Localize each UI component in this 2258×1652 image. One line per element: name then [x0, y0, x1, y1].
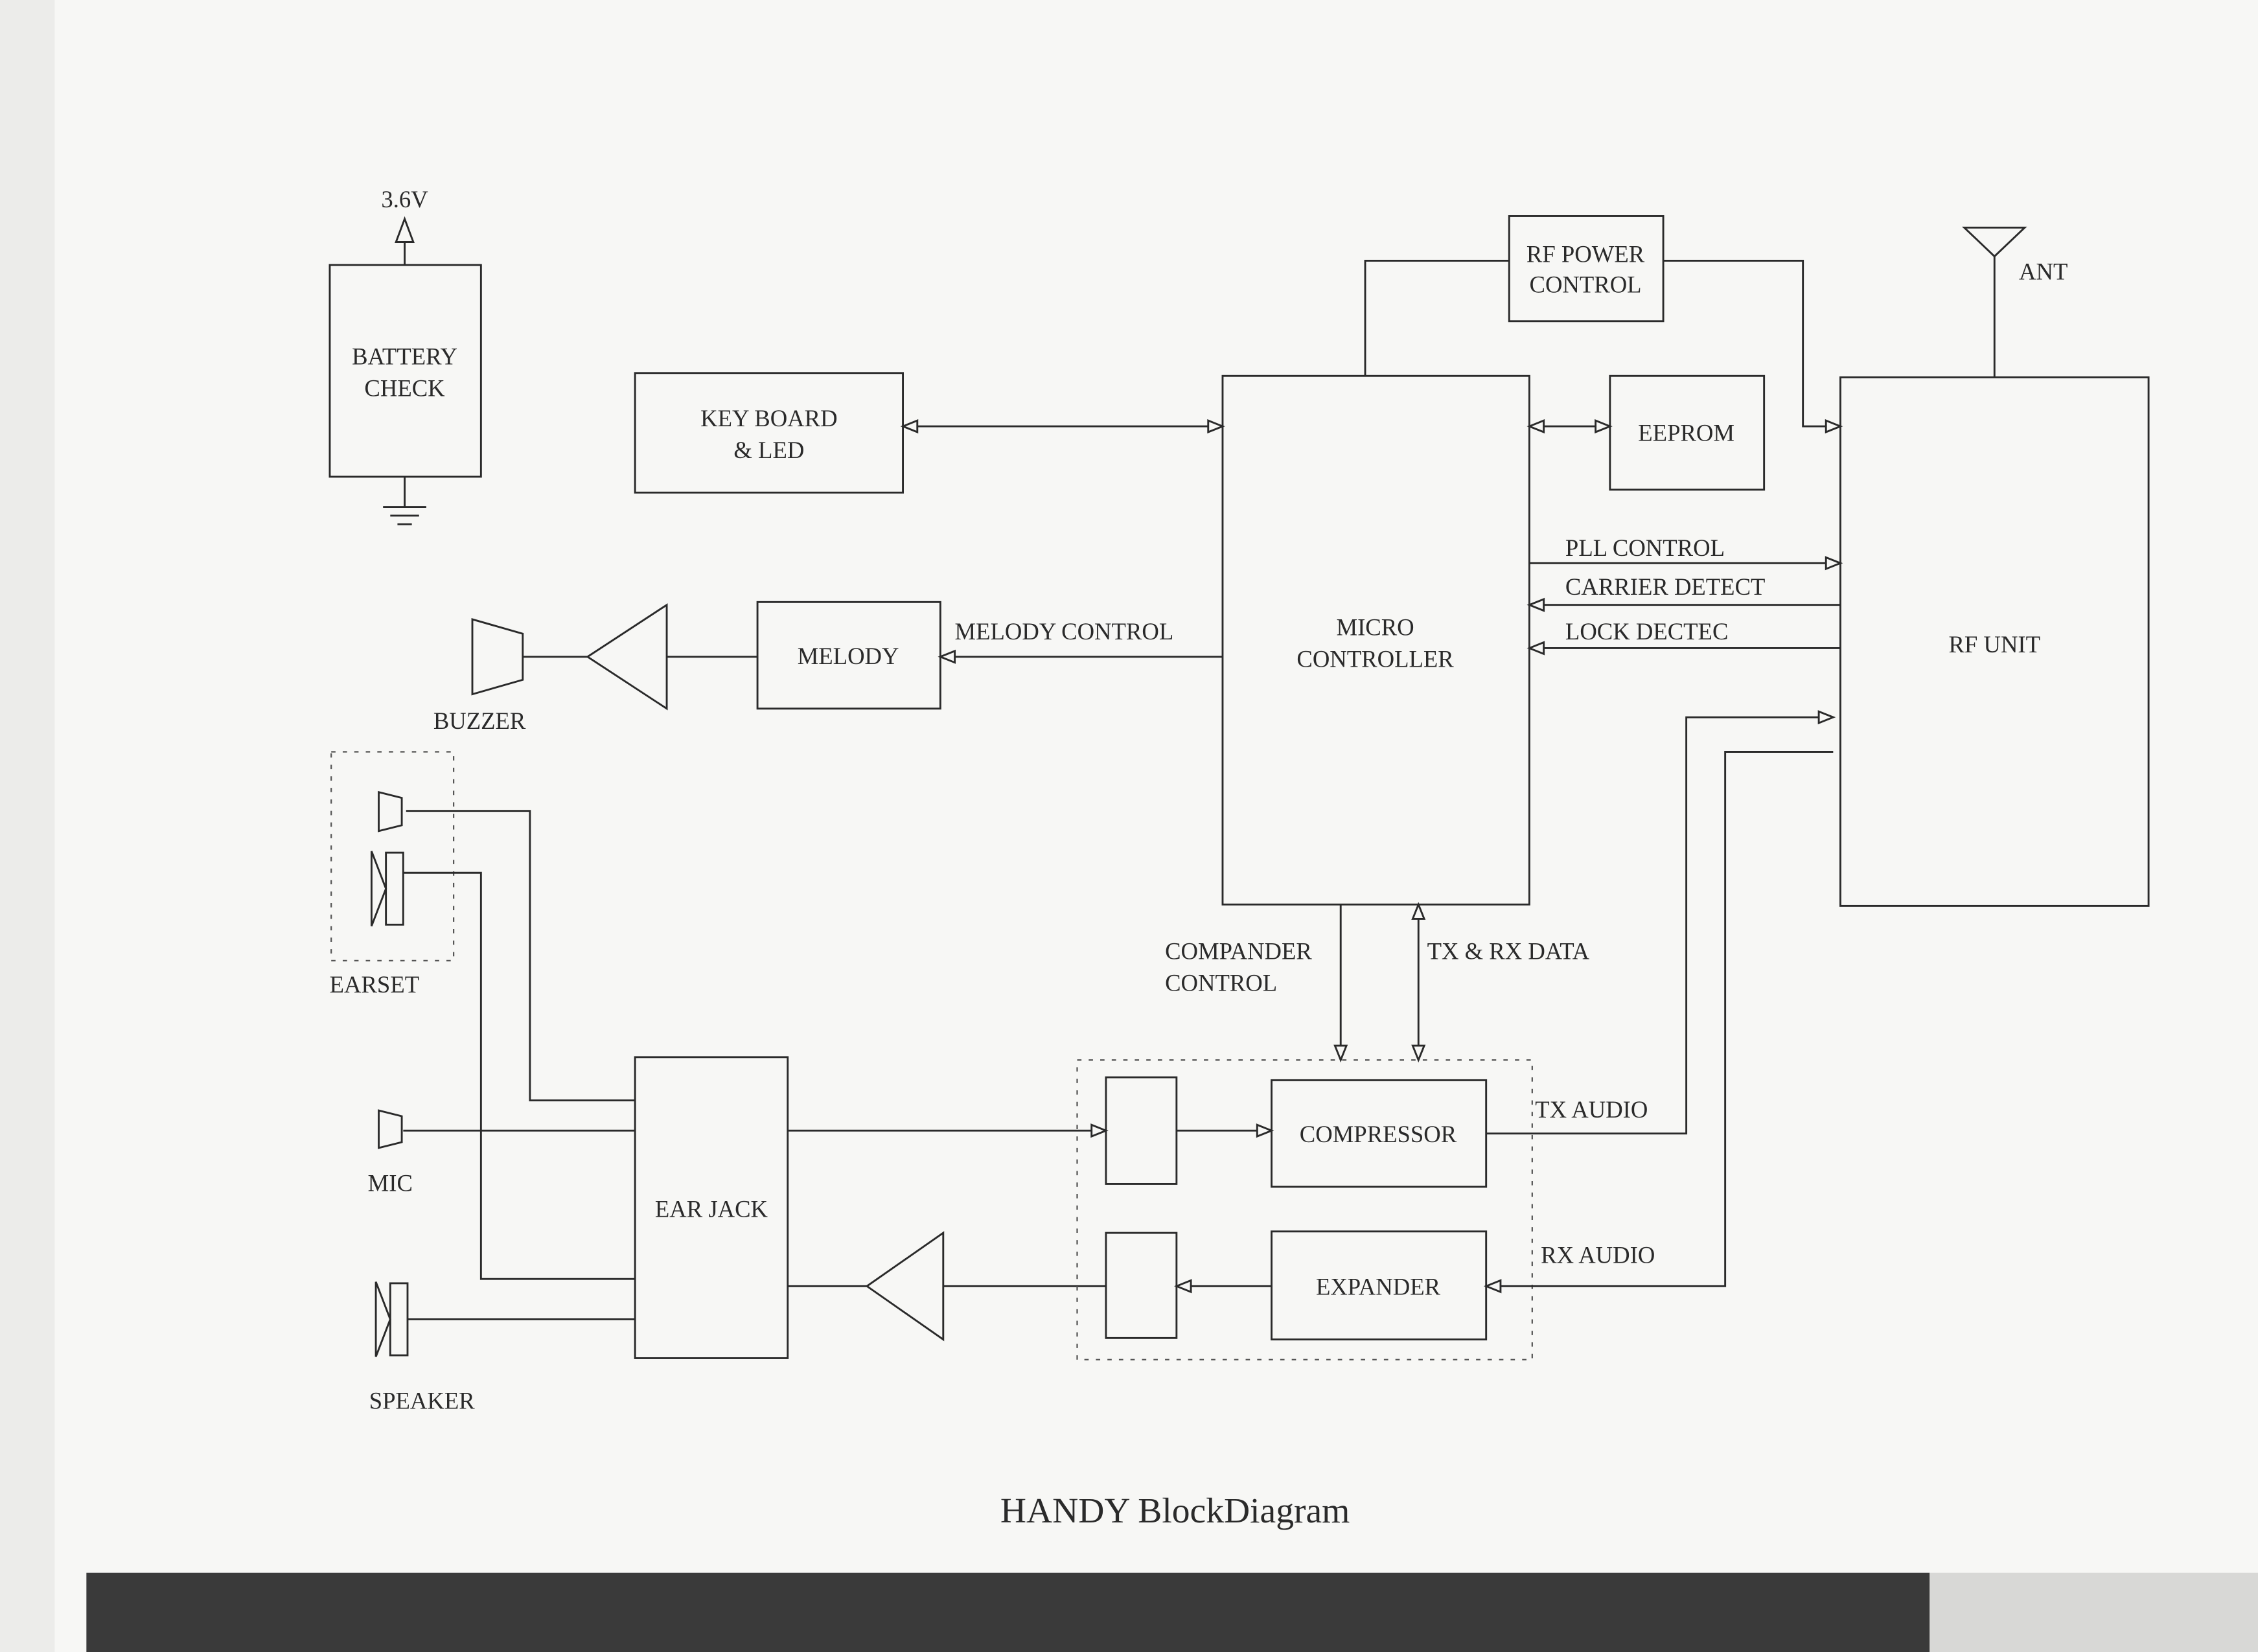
melody-control-label: MELODY CONTROL [955, 618, 1174, 645]
tx-rx-data-label: TX & RX DATA [1427, 938, 1590, 965]
rx-audio-label: RX AUDIO [1541, 1242, 1655, 1268]
keyboard-led-block: KEY BOARD & LED [634, 372, 904, 494]
eeprom-label: EEPROM [1638, 419, 1734, 446]
buzzer-label: BUZZER [433, 707, 526, 734]
rx-amp-icon [865, 1231, 945, 1342]
rf-power-label-2: CONTROL [1530, 271, 1642, 297]
ground-icon [383, 476, 426, 525]
earset-group [330, 751, 455, 961]
micro-controller-block: MICRO CONTROLLER [1221, 374, 1530, 906]
buzzer-amp-icon [586, 603, 668, 711]
melody-label: MELODY [798, 643, 899, 669]
voltage-label: 3.6V [381, 186, 428, 212]
power-arrow-icon [395, 216, 415, 243]
compressor-block: COMPRESSOR [1271, 1079, 1488, 1188]
diagram-title: HANDY BlockDiagram [1000, 1491, 1350, 1531]
left-margin [0, 0, 55, 1652]
compander-group [1076, 1059, 1533, 1360]
tx-audio-label: TX AUDIO [1535, 1096, 1648, 1123]
tx-filter-block [1105, 1076, 1178, 1185]
rx-filter-block [1105, 1232, 1178, 1339]
battery-check-label-1: BATTERY [352, 343, 457, 369]
earset-speaker-icon [370, 851, 404, 927]
compander-control-label-2: CONTROL [1165, 970, 1277, 996]
ant-label: ANT [2019, 258, 2068, 284]
buzzer-icon [471, 618, 524, 696]
earset-label: EARSET [330, 971, 419, 998]
ear-jack-label: EAR JACK [655, 1196, 768, 1222]
right-band [1930, 1572, 2258, 1652]
lock-detect-label: LOCK DECTEC [1565, 618, 1728, 645]
antenna-icon [1961, 226, 2027, 378]
speaker-label: SPEAKER [369, 1387, 475, 1414]
micro-label-1: MICRO [1336, 614, 1414, 640]
keyboard-label-1: KEY BOARD [700, 405, 837, 431]
compander-control-label-1: COMPANDER [1165, 938, 1312, 965]
earset-mic-icon [378, 790, 403, 832]
rf-unit-block: RF UNIT [1839, 376, 2150, 907]
ear-jack-block: EAR JACK [634, 1056, 789, 1359]
speaker-icon [374, 1281, 409, 1357]
eeprom-block: EEPROM [1609, 374, 1766, 491]
compressor-label: COMPRESSOR [1300, 1121, 1457, 1147]
rf-power-control-block: RF POWER CONTROL [1508, 215, 1665, 323]
battery-check-block: BATTERY CHECK [328, 264, 482, 478]
rf-unit-label: RF UNIT [1949, 631, 2041, 658]
dark-band [86, 1572, 1930, 1652]
expander-label: EXPANDER [1316, 1274, 1441, 1300]
mic-icon [378, 1109, 403, 1149]
micro-label-2: CONTROLLER [1296, 645, 1454, 672]
expander-block: EXPANDER [1271, 1230, 1488, 1341]
battery-check-label-2: CHECK [364, 374, 445, 401]
pll-control-label: PLL CONTROL [1565, 534, 1725, 561]
rf-power-label-1: RF POWER [1526, 241, 1645, 268]
mic-label: MIC [368, 1170, 413, 1197]
melody-block: MELODY [756, 601, 941, 710]
keyboard-label-2: & LED [733, 437, 804, 463]
carrier-detect-label: CARRIER DETECT [1565, 573, 1765, 600]
